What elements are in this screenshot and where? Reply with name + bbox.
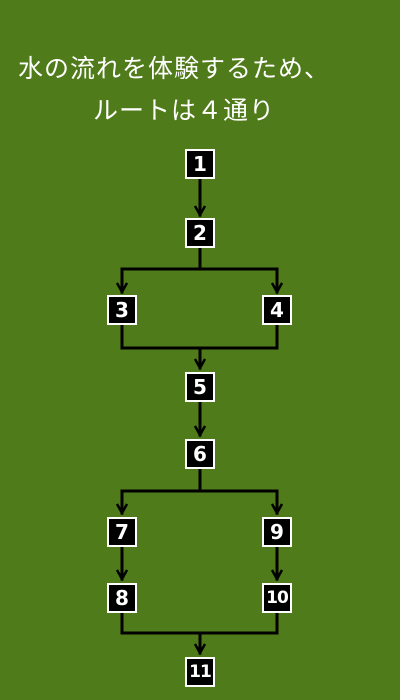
node-7: 7 bbox=[107, 517, 137, 547]
node-1: 1 bbox=[185, 149, 215, 179]
node-8: 8 bbox=[107, 583, 137, 613]
node-6: 6 bbox=[185, 439, 215, 469]
node-11: 11 bbox=[185, 657, 215, 687]
node-9: 9 bbox=[262, 517, 292, 547]
title-line-1: 水の流れを体験するため、 bbox=[18, 54, 331, 83]
node-4: 4 bbox=[262, 295, 292, 325]
node-3: 3 bbox=[107, 295, 137, 325]
title-line-2: ルートは４通り bbox=[93, 96, 276, 125]
node-10: 10 bbox=[262, 583, 292, 613]
node-2: 2 bbox=[185, 218, 215, 248]
page-title: 水の流れを体験するため、 ルートは４通り bbox=[0, 48, 400, 132]
node-5: 5 bbox=[185, 372, 215, 402]
